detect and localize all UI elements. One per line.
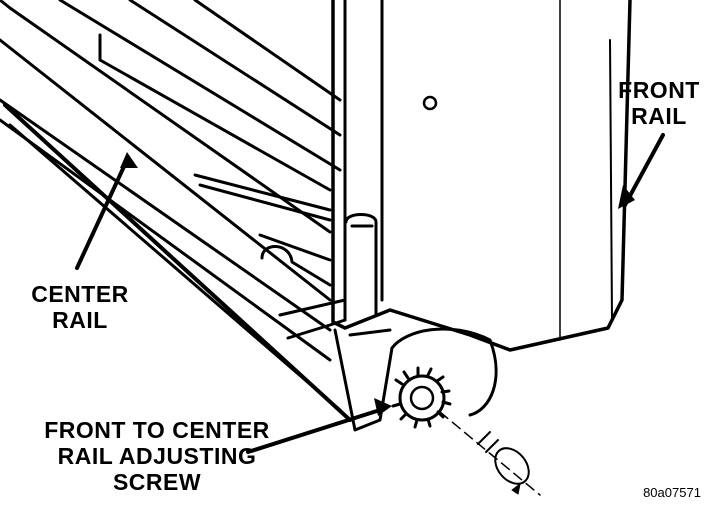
center-rail-arrow: [75, 158, 129, 270]
front-rail-label-line1: FRONT: [618, 77, 700, 103]
front-rail: [331, 0, 632, 352]
front-rail-label-line2: RAIL: [631, 102, 687, 129]
upper-rail-bars: [0, 0, 342, 362]
center-rail-label-line1: CENTER: [31, 281, 129, 307]
roller-bracket: [333, 327, 498, 432]
center-rail-label: CENTER RAIL: [15, 281, 145, 334]
front-rail-arrow: [623, 133, 665, 207]
adjusting-screw-label: FRONT TO CENTER RAIL ADJUSTING SCREW: [12, 417, 302, 495]
leader-arrows: [75, 133, 665, 454]
adjusting-screw-label-line1: FRONT TO CENTER: [44, 417, 270, 443]
adjusting-screw-label-line2: RAIL ADJUSTING: [57, 442, 257, 469]
center-rail: [3, 103, 352, 422]
figure-id: 80a07571: [643, 485, 701, 500]
adjusting-screw-gear: [391, 366, 452, 429]
adjusting-screw-arrow: [246, 408, 382, 454]
center-rail-label-line2: RAIL: [52, 306, 108, 333]
front-rail-label: FRONT RAIL: [604, 77, 714, 130]
adjusting-screw-label-line3: SCREW: [112, 468, 202, 495]
rotation-indicator: [439, 411, 541, 496]
